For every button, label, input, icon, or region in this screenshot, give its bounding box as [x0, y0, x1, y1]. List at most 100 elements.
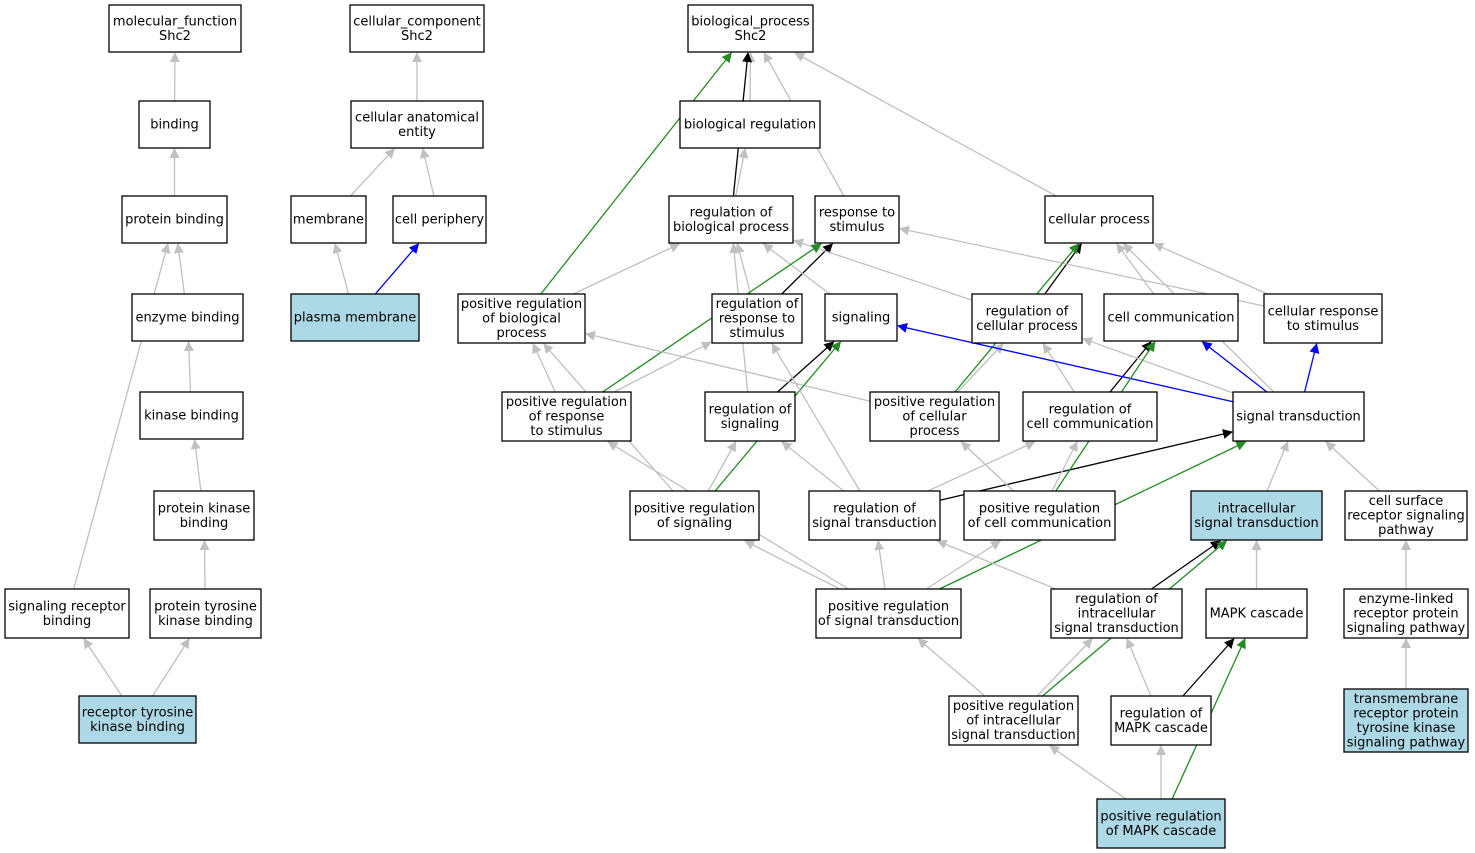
node-label-line: of signal transduction — [818, 614, 959, 629]
node-label-line: signaling — [832, 311, 891, 326]
node-box — [108, 4, 242, 53]
node-label-line: signal transduction — [1054, 621, 1179, 636]
edge-is-a-rtk-binding-to-signaling-receptor-binding — [83, 638, 123, 697]
node-label-line: cell communication — [1107, 311, 1234, 326]
node-box — [290, 195, 367, 244]
node-label-line: Shc2 — [159, 29, 191, 44]
edge-part-of-sig-trans-to-cell-comm — [1201, 341, 1268, 393]
edge-is-a-reg-sig-trans-to-reg-resp — [771, 343, 861, 492]
node-box — [1190, 490, 1323, 541]
edge-is-a-pos-reg-cell-proc-to-reg-cell-proc — [957, 343, 1004, 393]
node-box — [679, 100, 821, 149]
node-box — [290, 293, 420, 342]
node-label-line: MAPK cascade — [1210, 607, 1304, 622]
edge-is-a-pos-reg-intra-to-reg-intra — [1036, 638, 1093, 697]
node-label-line: binding — [150, 118, 198, 133]
edge-is-a-reg-sig-trans-to-reg-sig — [781, 441, 845, 492]
node-label-line: biological regulation — [684, 118, 816, 133]
node-box — [501, 391, 632, 442]
node-label-line: signaling pathway — [1347, 735, 1466, 750]
node-cell-proc: cellular process — [1044, 195, 1154, 244]
node-label-line: membrane — [293, 213, 364, 228]
edge-is-a-plasma-membrane-to-membrane — [332, 243, 350, 295]
node-plasma-membrane: plasma membrane — [290, 293, 420, 342]
node-box — [149, 588, 262, 639]
node-box — [1205, 588, 1308, 639]
node-box — [869, 391, 1000, 442]
edge-is-a-sig-trans-to-reg-cell-proc — [1082, 337, 1234, 394]
node-label-line: entity — [398, 125, 436, 140]
edge-is-a-reg-cell-comm-to-reg-cell-proc — [1042, 343, 1075, 393]
node-label-line: regulation of — [690, 205, 773, 220]
edge-is-a-pos-reg-bio-to-reg-bio — [573, 243, 681, 295]
node-label-line: intracellular — [1078, 607, 1156, 622]
node-box — [350, 100, 484, 149]
node-label-line: cellular anatomical — [355, 110, 479, 125]
node-box — [1232, 391, 1365, 442]
edge-is-a-pos-reg-cell-proc-to-pos-reg-bio — [585, 331, 871, 402]
node-label-line: Shc2 — [735, 29, 767, 44]
edge-is-a-cell-resp-to-cell-proc — [1153, 242, 1268, 295]
edge-is-a-reg-intra-to-reg-sig-trans — [936, 539, 1057, 590]
node-enzyme-binding: enzyme binding — [131, 293, 244, 342]
node-box — [687, 4, 814, 53]
node-box — [78, 695, 197, 744]
edge-is-a-rtk-binding-to-ptk-binding — [152, 638, 190, 697]
node-sig-trans: signal transduction — [1232, 391, 1365, 442]
edge-part-of-plasma-membrane-to-cell-periphery — [374, 243, 420, 295]
node-kinase-binding: kinase binding — [139, 391, 244, 440]
edge-is-a-cell-resp-to-resp-stim — [899, 225, 1265, 307]
node-label-line: of signaling — [657, 516, 732, 531]
node-label-line: signal transduction — [1236, 410, 1361, 425]
node-box — [629, 490, 760, 541]
node-label-line: of biological — [482, 312, 561, 327]
node-label-line: to stimulus — [530, 424, 602, 439]
node-label-line: stimulus — [829, 220, 884, 235]
node-label-line: protein kinase — [158, 501, 250, 516]
node-box — [1110, 695, 1212, 746]
edge-is-a-pos-reg-cell-comm-to-pos-reg-cell-proc — [960, 441, 1014, 492]
node-label-line: protein tyrosine — [154, 599, 257, 614]
node-mapk: MAPK cascade — [1205, 588, 1308, 639]
edge-is-a-pos-reg-resp-to-pos-reg-bio — [532, 343, 556, 393]
edge-is-a-kinase-binding-to-enzyme-binding — [183, 341, 194, 393]
node-box — [814, 195, 900, 244]
node-label-line: positive regulation — [979, 501, 1100, 516]
edge-is-a-cell-periphery-to-cae — [420, 148, 435, 197]
node-label-line: positive regulation — [1100, 809, 1221, 824]
node-label-line: binding — [180, 516, 228, 531]
edge-positively-regulates-pos-reg-bio-to-bp — [540, 52, 732, 295]
node-box — [1022, 391, 1158, 442]
edge-is-a-pos-reg-sig-trans-to-pos-reg-sig — [744, 540, 841, 590]
node-box — [4, 588, 130, 639]
node-box — [1050, 588, 1183, 639]
node-label-line: signaling — [721, 417, 780, 432]
node-box — [668, 195, 794, 244]
node-label-line: signal transduction — [1194, 516, 1319, 531]
node-label-line: tyrosine kinase — [1357, 721, 1456, 736]
node-label-line: regulation of — [716, 297, 799, 312]
node-label-line: regulation of — [1120, 706, 1203, 721]
edge-is-a-reg-resp-to-reg-bio — [734, 243, 752, 295]
node-label-line: signaling pathway — [1347, 621, 1466, 636]
node-label-line: cellular_component — [353, 14, 481, 29]
node-box — [971, 293, 1083, 344]
edge-is-a-signaling-to-reg-bio — [762, 243, 831, 295]
node-label-line: cellular response — [1268, 304, 1379, 319]
node-label-line: signal transduction — [951, 728, 1076, 743]
edge-is-a-pos-reg-cell-comm-to-reg-cell-comm — [1051, 441, 1078, 492]
edge-is-a-enzyme-binding-to-protein-binding — [174, 243, 186, 295]
